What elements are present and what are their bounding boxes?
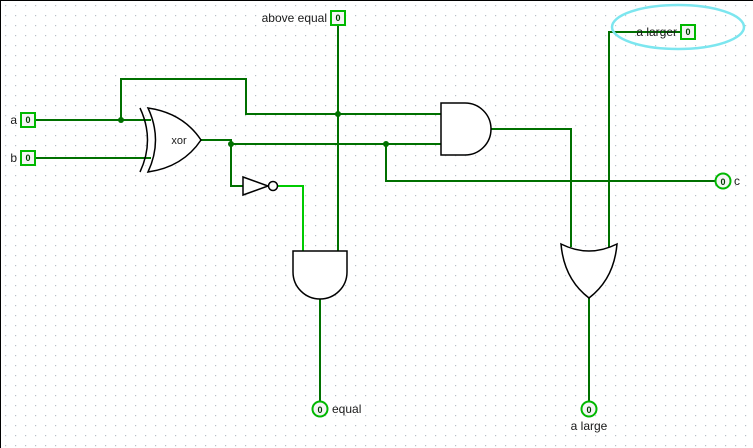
junction-dot-above-equal	[335, 111, 341, 117]
input-pin-above-equal-box[interactable]	[330, 10, 346, 26]
input-pin-a-value: 0	[25, 115, 30, 125]
xor-body[interactable]	[146, 107, 202, 173]
input-pin-a-box[interactable]	[20, 112, 36, 128]
xor-gate-label: xor	[171, 135, 187, 147]
input-pin-above-equal[interactable]: 0 above equal	[262, 10, 346, 26]
input-pin-a-label: a	[10, 113, 17, 127]
output-pin-a-large-label: a large	[571, 419, 608, 433]
wire-to-not-input	[230, 144, 243, 187]
input-pin-a-larger-label: a larger	[636, 25, 677, 39]
input-pin-a[interactable]: 0 a	[10, 112, 36, 128]
xor-back-arc	[139, 107, 149, 173]
and-gate-top[interactable]	[440, 102, 492, 156]
xor-gate[interactable]: xor	[139, 107, 202, 173]
not-bubble	[267, 180, 279, 192]
output-pin-c-value: 0	[720, 177, 725, 187]
output-pin-c-circle	[714, 172, 732, 190]
or-gate-body[interactable]	[560, 242, 618, 299]
or-gate[interactable]	[560, 242, 618, 299]
not-triangle[interactable]	[242, 175, 271, 197]
output-pin-equal-value: 0	[317, 405, 322, 415]
output-pin-a-large-circle	[580, 400, 598, 418]
output-pin-a-large: 0 a large	[571, 400, 608, 433]
input-pin-b-value: 0	[25, 153, 30, 163]
output-pin-c: 0 c	[714, 172, 740, 190]
output-pin-c-label: c	[734, 174, 740, 188]
output-pin-equal: 0 equal	[311, 400, 361, 418]
wire-and-to-or	[491, 128, 572, 247]
and-gate-top-body[interactable]	[440, 102, 492, 156]
input-pin-above-equal-value: 0	[335, 13, 340, 23]
junction-dot-a-branch	[118, 117, 124, 123]
input-pin-b-label: b	[10, 151, 17, 165]
input-pin-b-box[interactable]	[20, 150, 36, 166]
junction-dot-xor-branch	[228, 141, 234, 147]
output-pin-a-large-value: 0	[586, 405, 591, 415]
input-pin-b[interactable]: 0 b	[10, 150, 36, 166]
input-pin-a-larger-value: 0	[685, 27, 690, 37]
input-pin-a-larger-box[interactable]	[680, 24, 696, 40]
wire-not-output	[278, 185, 304, 251]
and-gate-bottom-body[interactable]	[292, 250, 348, 300]
wire-to-c-output	[385, 144, 715, 182]
input-pin-above-equal-label: above equal	[262, 11, 327, 25]
junction-dot-c-branch	[383, 141, 389, 147]
and-gate-bottom[interactable]	[292, 250, 348, 300]
highlight-ellipse	[610, 3, 746, 51]
output-pin-equal-label: equal	[332, 402, 361, 416]
wire-a-larger-to-or	[608, 31, 681, 247]
input-pin-a-larger[interactable]: 0 a larger	[636, 24, 696, 40]
output-pin-equal-circle	[311, 400, 329, 418]
not-gate[interactable]	[242, 175, 279, 197]
wire-a-branch-to-and	[120, 78, 441, 120]
